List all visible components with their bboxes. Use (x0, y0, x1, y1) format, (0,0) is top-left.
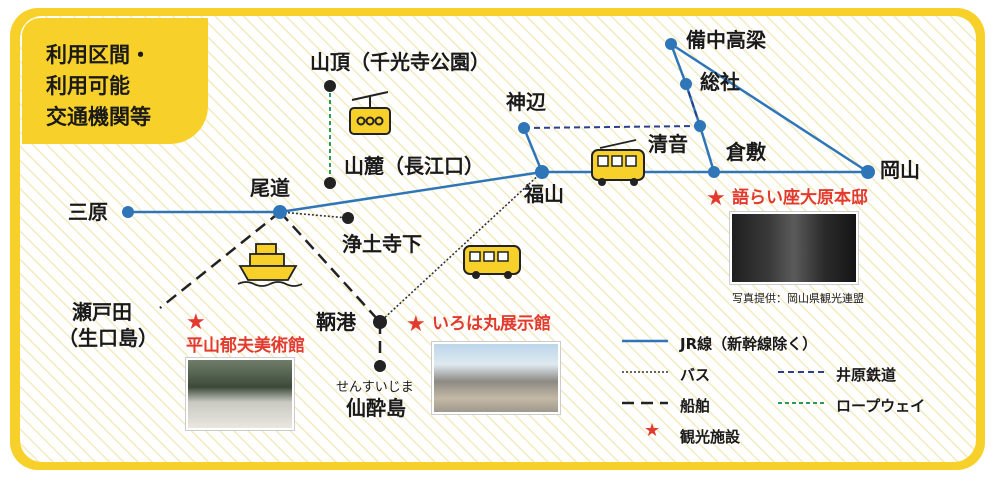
station-label-bitchu: 備中高梁 (686, 28, 766, 52)
dot-sanroku (324, 177, 336, 189)
train-icon (591, 139, 645, 186)
ship-onomichi-setoda (159, 211, 281, 309)
photo-iroha (432, 342, 560, 414)
dot-kurashiki (708, 166, 720, 178)
station-label-tomo: 鞆港 (316, 310, 356, 334)
dot-sanchou (324, 80, 336, 92)
legend-label-sightseeing: 観光施設 (680, 428, 741, 446)
sight-label-katarai: 語らい座大原本邸 (732, 188, 868, 208)
dot-okayama (861, 165, 875, 179)
station-label-sanchou: 山頂（千光寺公園） (310, 50, 490, 74)
dot-bitchu (665, 38, 677, 50)
station-label-jodoji: 浄土寺下 (342, 232, 422, 256)
legend-label-jr: JR線（新幹線除く） (680, 335, 818, 353)
title-box: 利用区間・ 利用可能 交通機関等 (22, 18, 208, 144)
dot-tomo (373, 315, 387, 329)
map-background (20, 16, 976, 462)
dot-kiyone (694, 120, 706, 132)
station-label-kiyone: 清音 (648, 132, 688, 156)
jr-soja-bitchu (669, 43, 688, 85)
bus-lines (279, 171, 543, 323)
title-line-3: 交通機関等 (46, 105, 151, 129)
station-label-okayama: 岡山 (880, 158, 920, 182)
station-label-mihara: 三原 (68, 200, 108, 224)
dot-fukuyama (535, 165, 549, 179)
station-label-kannabe: 神辺 (506, 90, 546, 114)
bus-fukuyama-tomo (379, 171, 543, 323)
dot-soja (680, 78, 692, 90)
station-label-senzui: 仙酔島 (346, 396, 406, 420)
station-label-fukuyama: 福山 (524, 182, 564, 206)
station-kana-senzui: せんすいじま (336, 380, 414, 395)
ship-icon (237, 243, 303, 287)
legend-label-ibara: 井原鉄道 (836, 366, 897, 384)
star-hirayama-icon: ★ (186, 310, 206, 335)
legend-label-ropeway: ロープウェイ (836, 397, 926, 415)
title-line-2: 利用可能 (46, 74, 130, 98)
dot-mihara (122, 206, 134, 218)
ship-lines (159, 211, 382, 366)
jr-onomichi-fukuyama (279, 170, 543, 214)
dot-onomichi (273, 205, 287, 219)
title-line-1: 利用区間・ (46, 43, 151, 67)
station-label-setoda-sub: （生口島） (58, 326, 158, 350)
jr-bitchu-okayama (670, 42, 869, 174)
legend-star-icon: ★ (644, 420, 661, 441)
station-label-kurashiki: 倉敷 (726, 140, 766, 164)
station-label-sanroku: 山麓（長江口） (344, 154, 484, 178)
station-label-setoda: 瀬戸田 (72, 300, 132, 324)
jr-fukuyama-kannabe (522, 127, 544, 173)
photo-katarai (730, 212, 858, 284)
jr-kurashiki-kiyone (698, 125, 716, 173)
station-label-soja: 総社 (700, 70, 740, 94)
ropeway-icon (349, 91, 391, 135)
star-iroha-icon: ★ (406, 312, 426, 337)
legend-label-bus: バス (680, 366, 711, 384)
bus-onomichi-jodoji (279, 211, 349, 219)
sight-label-iroha: いろは丸展示館 (432, 314, 551, 334)
station-label-onomichi: 尾道 (250, 176, 290, 200)
photo-hirayama (186, 358, 294, 430)
dot-jodoji (342, 212, 354, 224)
sight-label-hirayama: 平山郁夫美術館 (186, 336, 305, 356)
legend-label-ship: 船舶 (680, 397, 711, 415)
legend (622, 339, 826, 405)
star-katarai-icon: ★ (706, 186, 726, 211)
ibara-lines (523, 83, 701, 129)
dot-kannabe (518, 122, 530, 134)
station-dots (122, 38, 875, 372)
ibara-kiyone-soja (685, 83, 701, 127)
dot-senzui (374, 360, 386, 372)
bus-icon (463, 245, 521, 279)
ship-onomichi-tomo (279, 211, 381, 323)
photo-credit: 写真提供：岡山県観光連盟 (732, 292, 864, 305)
